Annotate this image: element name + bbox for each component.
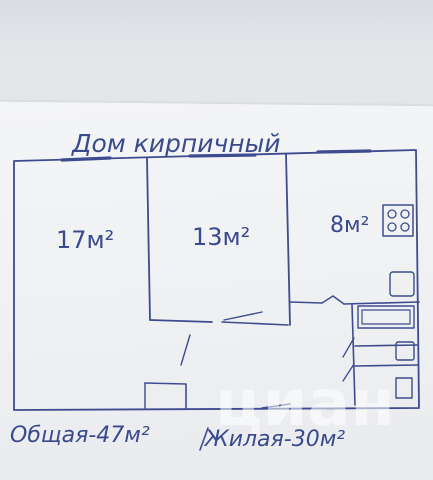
room-2-area: 13м² [192, 223, 250, 251]
door-corridor [180, 334, 191, 366]
outer-wall [13, 149, 420, 411]
living-area-label: Жилая-30м² [203, 427, 345, 452]
window-2 [188, 153, 257, 158]
watermark-text: циан [215, 367, 395, 441]
wall-wc [354, 344, 419, 347]
bath-sink [395, 341, 415, 361]
wall-room1-room2 [146, 157, 151, 321]
window-1 [60, 156, 112, 162]
window-3 [316, 149, 372, 154]
stove-burner-1 [387, 209, 397, 219]
total-area-label: Общая-47м² [10, 423, 150, 448]
door-room2 [223, 311, 263, 321]
plan-title: Дом кирпичный [71, 129, 281, 158]
toilet [395, 377, 413, 399]
stove-burner-4 [400, 222, 410, 232]
door-wc [342, 363, 355, 382]
wall-bathroom [351, 303, 356, 406]
label-separator [199, 427, 209, 451]
room-1-area: 17м² [56, 226, 114, 254]
room-3-area: 8м² [330, 213, 369, 238]
wall-entrance-left [144, 382, 187, 409]
kitchen-sink [389, 271, 415, 297]
wall-kitchen-b [343, 301, 420, 305]
wall-kitchen [289, 301, 323, 304]
bathtub [357, 305, 415, 329]
wall-room2-bottom-b [221, 321, 289, 326]
wall-room2-bottom [149, 319, 213, 323]
door-bath [342, 337, 355, 358]
stove-burner-3 [387, 222, 397, 232]
entrance-door [261, 403, 291, 409]
bathtub-inner [361, 309, 411, 325]
stove [382, 204, 414, 237]
wall-wc-b [354, 364, 419, 367]
stove-burner-2 [400, 209, 410, 219]
door-kitchen [321, 295, 345, 305]
wall-room2-room3 [285, 153, 291, 326]
